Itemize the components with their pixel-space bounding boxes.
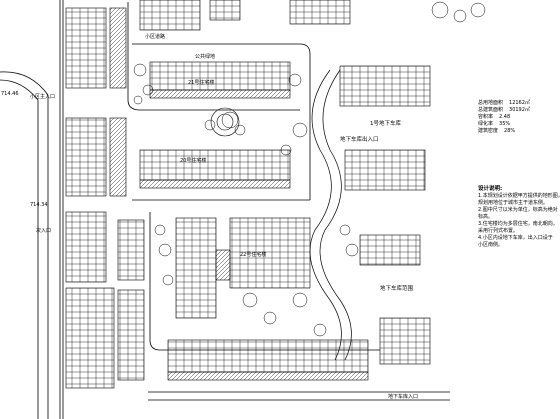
building-bottom bbox=[167, 339, 369, 381]
stats-row: 容积率 2.48 bbox=[478, 114, 558, 121]
building-22-label: 22号住宅楼 bbox=[240, 251, 266, 258]
note-line: 小区南侧。 bbox=[478, 242, 504, 248]
stats-value: 30192㎡ bbox=[509, 107, 530, 113]
main-entrance-label: 小区主入口 bbox=[30, 93, 55, 100]
stats-row: 绿化率 35% bbox=[478, 121, 558, 128]
building-top bbox=[139, 0, 351, 31]
note-line: 标高。 bbox=[478, 214, 494, 220]
right-buildings bbox=[339, 65, 431, 365]
stats-value: 2.48 bbox=[499, 114, 511, 120]
stats-label: 容积率 bbox=[478, 114, 494, 120]
plaza bbox=[210, 107, 240, 137]
building-22 bbox=[175, 217, 311, 319]
garage-entrance-label: 地下车库入口 bbox=[388, 393, 418, 400]
garage-plaza-label: 地下车库出入口 bbox=[340, 135, 379, 143]
building-20-label: 20号住宅楼 bbox=[180, 157, 206, 164]
stats-row: 建筑密度 28% bbox=[478, 128, 558, 135]
note-line: 3.住宅楼均为多层住宅，南北朝向， bbox=[478, 221, 558, 227]
creek bbox=[309, 69, 352, 361]
stats-value: 28% bbox=[504, 128, 516, 134]
greenbelt-label: 公共绿地 bbox=[195, 53, 215, 60]
note-line: 4.小区内设地下车库，出入口设于 bbox=[478, 235, 553, 241]
design-notes: 设计说明: 1.本规划设计依据甲方提供的地形图， 规划用地位于城市主干道东侧。2… bbox=[478, 186, 560, 249]
building-21 bbox=[149, 61, 291, 99]
note-line: 2.图中尺寸以米为单位，标高为绝对 bbox=[478, 207, 558, 213]
perimeter-road bbox=[127, 2, 450, 401]
main-road bbox=[0, 0, 64, 419]
stats-label: 建筑密度 bbox=[478, 128, 499, 134]
road-top-label: 小区道路 bbox=[145, 33, 165, 40]
elevation-upper: 714.46 bbox=[1, 91, 19, 97]
secondary-entrance-label: 次入口 bbox=[36, 227, 51, 234]
building-21-label: 21号住宅楼 bbox=[188, 79, 214, 86]
stats-row: 总建筑面积 30192㎡ bbox=[478, 107, 558, 114]
building-20 bbox=[139, 149, 291, 189]
stats-label: 总建筑面积 bbox=[478, 107, 504, 113]
parking-area-label: 地下车库范围 bbox=[380, 284, 414, 292]
notes-title: 设计说明: bbox=[478, 186, 503, 192]
stats-label: 总用地面积 bbox=[478, 100, 504, 106]
stats-value: 12162㎡ bbox=[509, 100, 530, 106]
elevation-lower: 714.34 bbox=[30, 202, 48, 208]
left-row-houses bbox=[65, 7, 145, 389]
stats-label: 绿化率 bbox=[478, 121, 494, 127]
note-line: 采用行列式布置。 bbox=[478, 228, 519, 234]
stats-value: 35% bbox=[499, 121, 511, 127]
note-line: 规划用地位于城市主干道东侧。 bbox=[478, 200, 549, 206]
note-line: 1.本规划设计依据甲方提供的地形图， bbox=[478, 193, 560, 199]
stats-row: 总用地面积 12162㎡ bbox=[478, 100, 558, 107]
building-right-label: 1号地下车库 bbox=[370, 119, 401, 127]
